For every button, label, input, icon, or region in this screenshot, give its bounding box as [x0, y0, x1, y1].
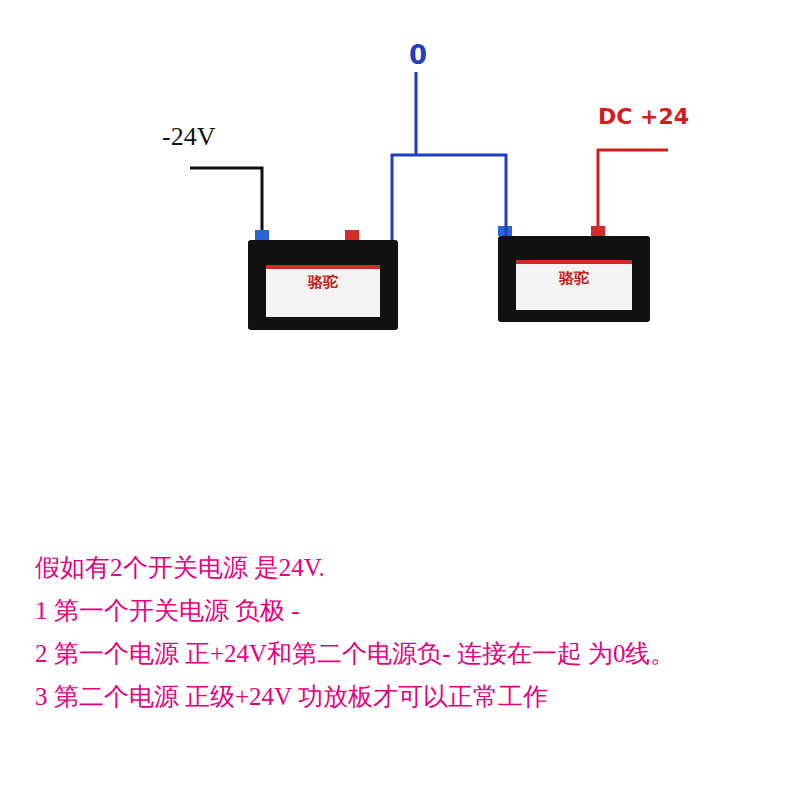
note-line: 假如有2个开关电源 是24V.: [35, 551, 325, 584]
battery-box: 骆驼: [498, 236, 650, 322]
zero-line-wire: [392, 155, 506, 240]
voltage-label: -24V: [162, 122, 215, 152]
brand-name: 骆驼: [248, 240, 398, 291]
zero-wire: [415, 72, 418, 155]
zero-label: 0: [409, 40, 427, 70]
voltage-label: DC +24: [598, 104, 689, 129]
positive-terminal: [591, 226, 605, 236]
note-line: 3 第二个电源 正级+24V 功放板才可以正常工作: [35, 680, 548, 713]
positive-wire: [598, 150, 668, 228]
negative-wire: [190, 168, 262, 230]
battery-box: 骆驼: [248, 240, 398, 330]
negative-terminal: [255, 230, 269, 240]
note-line: 2 第一个电源 正+24V和第二个电源负- 连接在一起 为0线。: [35, 637, 675, 670]
note-line: 1 第一个开关电源 负极 -: [35, 594, 300, 627]
brand-name: 骆驼: [498, 236, 650, 287]
positive-terminal: [345, 230, 359, 240]
